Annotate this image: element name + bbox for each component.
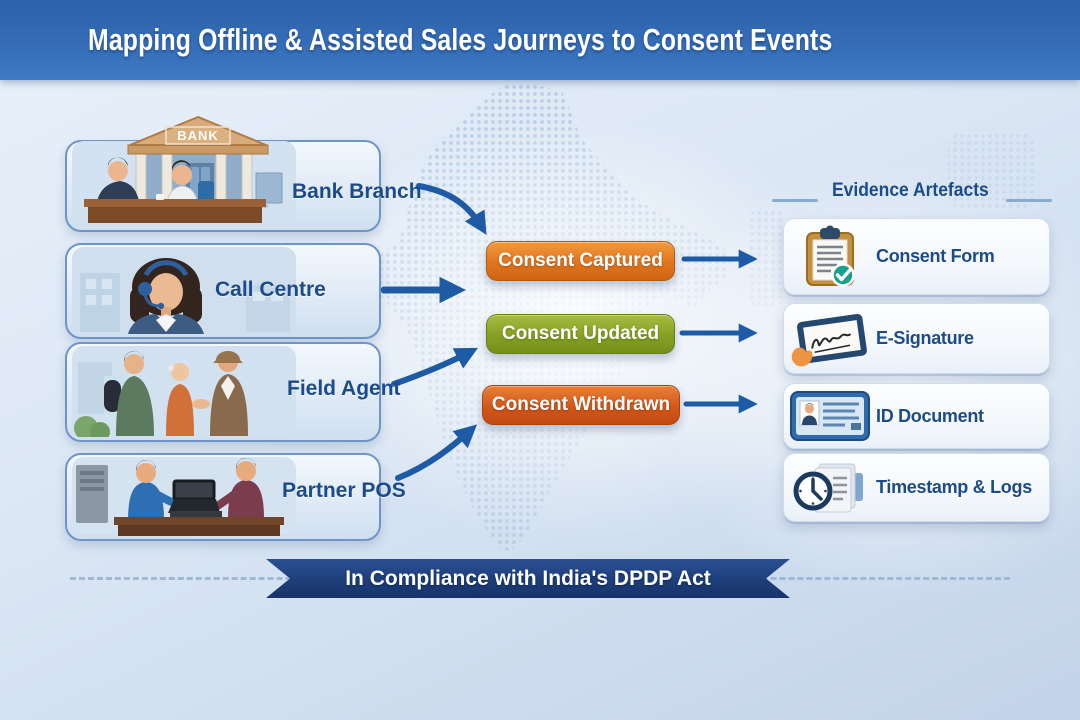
evidence-heading: Evidence Artefacts: [832, 180, 989, 201]
bank-sign-text: BANK: [177, 128, 219, 143]
consent-captured-badge: Consent Captured: [486, 241, 675, 281]
id-card-icon: [784, 390, 876, 442]
page-title: Mapping Offline & Assisted Sales Journey…: [88, 22, 833, 57]
header-banner: Mapping Offline & Assisted Sales Journey…: [0, 0, 1080, 80]
heading-rule-right: [1006, 199, 1052, 202]
channel-card-bank-branch: BANK Bank Branch: [65, 115, 422, 232]
clock-logs-icon: [784, 459, 876, 517]
heading-rule-left: [772, 199, 818, 202]
call-centre-illustration: [72, 247, 296, 334]
partner-pos-illustration: [72, 457, 296, 536]
evidence-card-consent-form: Consent Form: [783, 218, 1050, 295]
evidence-label: Consent Form: [876, 246, 995, 266]
channel-label: Field Agent: [287, 377, 401, 400]
compliance-ribbon: In Compliance with India's DPDP Act: [266, 559, 790, 598]
field-agent-illustration: [72, 346, 296, 437]
consent-withdrawn-label: Consent Withdrawn: [491, 394, 671, 415]
channel-label: Partner POS: [282, 479, 406, 502]
consent-updated-badge: Consent Updated: [486, 314, 675, 354]
tablet-signature-icon: [784, 308, 876, 370]
evidence-label: Timestamp & Logs: [876, 477, 1032, 497]
channel-card-partner-pos: Partner POS: [65, 453, 406, 541]
channel-label: Bank Branch: [292, 180, 422, 203]
evidence-card-timestamp-logs: Timestamp & Logs: [783, 453, 1050, 522]
evidence-card-id-document: ID Document: [783, 383, 1050, 449]
bank-branch-illustration: BANK: [72, 115, 296, 225]
consent-updated-label: Consent Updated: [501, 323, 660, 344]
consent-withdrawn-badge: Consent Withdrawn: [482, 385, 680, 425]
evidence-label: E-Signature: [876, 328, 974, 348]
channel-card-field-agent: Field Agent: [65, 342, 401, 442]
channel-label: Call Centre: [215, 278, 326, 301]
compliance-ribbon-text: In Compliance with India's DPDP Act: [345, 566, 711, 590]
clipboard-check-icon: [784, 225, 876, 289]
evidence-label: ID Document: [876, 405, 984, 426]
channel-card-call-centre: Call Centre: [65, 243, 381, 339]
evidence-card-e-signature: E-Signature: [783, 303, 1050, 374]
consent-captured-label: Consent Captured: [498, 250, 663, 271]
